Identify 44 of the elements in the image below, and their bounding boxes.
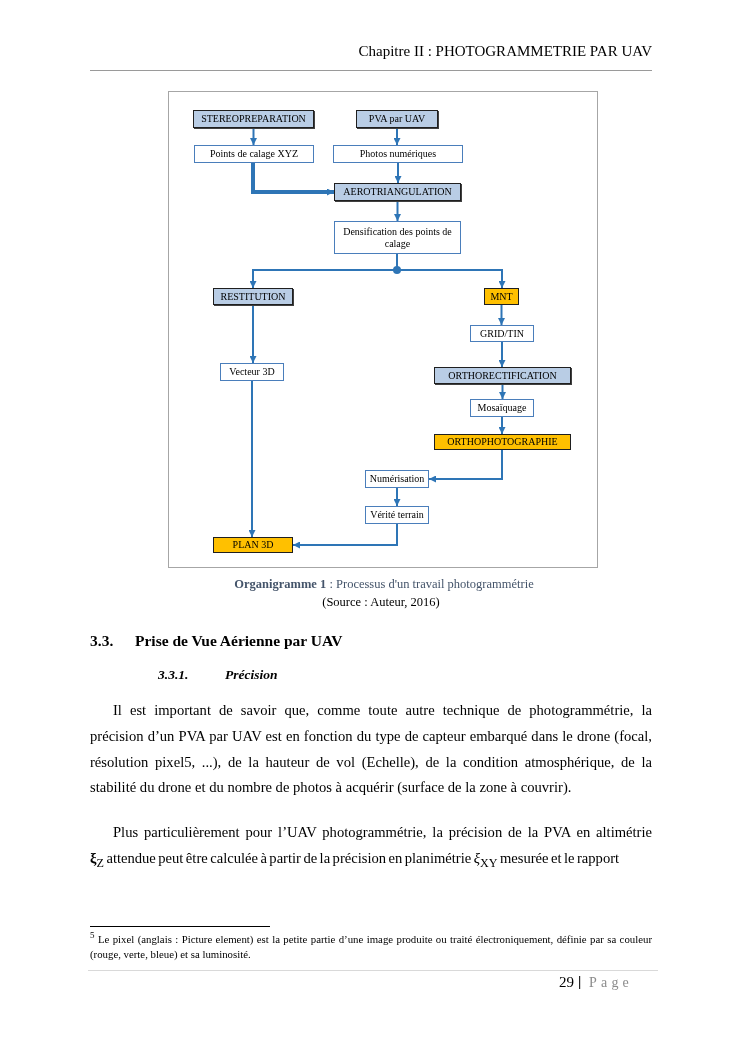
- process-box: PLAN 3D: [213, 537, 293, 553]
- arrow: [250, 127, 257, 146]
- paragraph: Plus particulièrement pour l’UAV photogrammétrie, la précision de la PVA en altimétrie ξ$_{Z}$ attendue peut être calculée à partir de la précision en planimétrie ξ$_{XY}$ mesurée et le rapport: [90, 823, 652, 872]
- process-box: PVA par UAV: [356, 110, 438, 128]
- process-box: Vérité terrain: [365, 506, 429, 524]
- arrow: [248, 380, 256, 538]
- process-box: AEROTRIANGULATION: [334, 183, 461, 201]
- page-separator: |: [578, 973, 582, 990]
- section-number: 3.3.: [90, 632, 114, 650]
- arrow: [498, 416, 506, 435]
- process-box: Mosaïquage: [470, 399, 534, 417]
- process-box: RESTITUTION: [213, 288, 293, 305]
- subsection-number: 3.3.1.: [158, 667, 189, 683]
- arrow: [498, 341, 506, 368]
- arrow: [396, 253, 506, 289]
- process-box: MNT: [484, 288, 519, 305]
- arrow: [393, 127, 401, 146]
- paragraph: Il est important de savoir que, comme toute autre technique de photogrammétrie, la précision d’un PVA par UAV est en fonction du type de capteur embarqué dans le drone (focal, résolution pixel5, ...), de la hauteur de vol (Echelle), de la condition atmosphérique, de la stabilité du drone et du nombre de photos à acquérir (surface de la zone à couvrir).: [90, 701, 652, 798]
- page-number: 29: [559, 974, 574, 991]
- process-box: Densification des points de calage: [334, 221, 461, 254]
- arrow: [394, 200, 401, 222]
- running-header: Chapitre II : PHOTOGRAMMETRIE PAR UAV: [358, 43, 652, 60]
- process-box: ORTHOPHOTOGRAPHIE: [434, 434, 571, 450]
- section-heading: Prise de Vue Aérienne par UAV: [135, 632, 343, 650]
- process-box: STEREOPREPARATION: [193, 110, 314, 128]
- process-box: Vecteur 3D: [220, 363, 284, 381]
- arrow: [393, 487, 401, 507]
- arrow: [428, 449, 503, 483]
- process-box: ORTHORECTIFICATION: [434, 367, 571, 384]
- arrow: [498, 304, 505, 326]
- arrow: [394, 162, 402, 184]
- arrow: [249, 304, 257, 364]
- page-label: Page: [589, 975, 633, 991]
- arrow: [292, 523, 398, 549]
- process-box: Points de calage XYZ: [194, 145, 314, 163]
- process-box: Numérisation: [365, 470, 429, 488]
- source-note: (Source : Auteur, 2016): [322, 595, 440, 610]
- arrow: [251, 163, 334, 196]
- subsection-heading: Précision: [225, 667, 278, 683]
- figure-caption: Organigramme 1 : Processus d'un travail photogrammétrie: [234, 577, 534, 592]
- arrow: [499, 383, 506, 400]
- process-box: Photos numériques: [333, 145, 463, 163]
- process-box: GRID/TIN: [470, 325, 534, 342]
- footnote: $^{5}$ Le pixel (anglais : Picture element) est la petite partie d’une image produite ou traité électroniquement, définie par sa couleur (rouge, verte, bleue) et sa luminosité.: [90, 932, 652, 962]
